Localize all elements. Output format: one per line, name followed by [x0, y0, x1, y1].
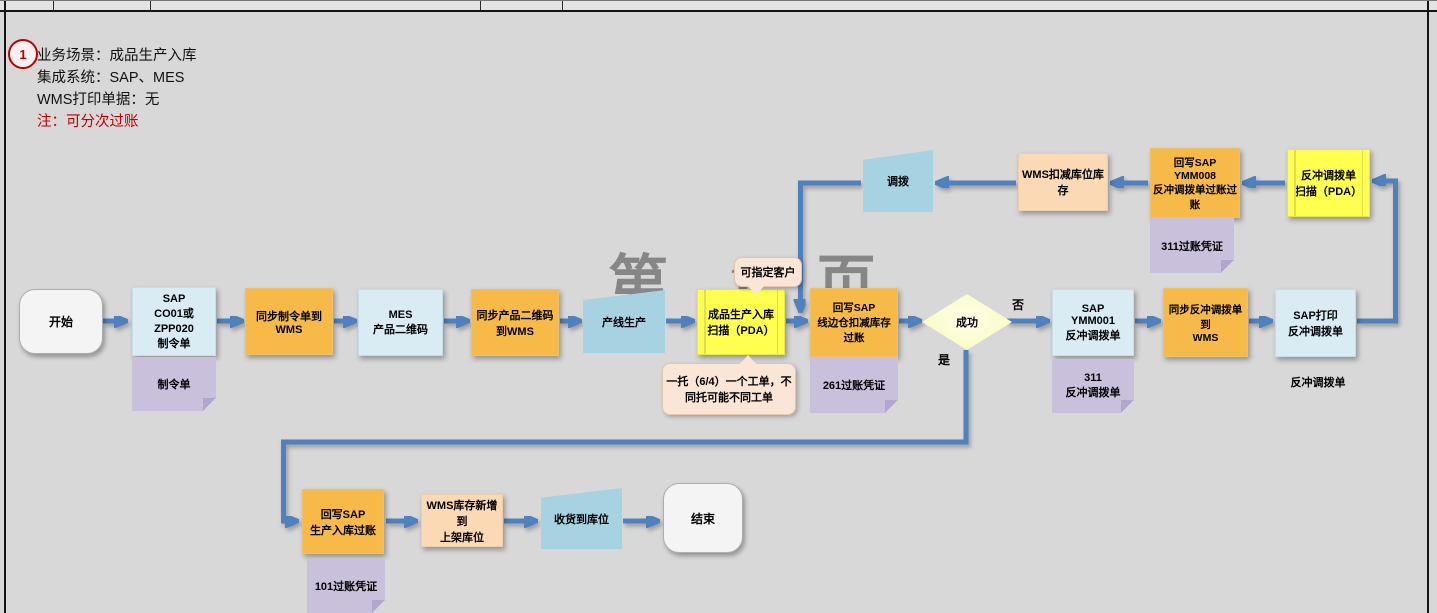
flow-node-finished-goods-scan-pda[interactable]: 成品生产入库 扫描（PDA）	[697, 289, 785, 355]
text-reverse-transfer-order: 反冲调拨单	[1290, 377, 1346, 389]
flow-node-start[interactable]: 开始	[19, 289, 103, 354]
note-line: 注：可分次过账	[37, 114, 139, 130]
note-311-posting-doc[interactable]: 311过账凭证	[1150, 218, 1234, 273]
callout-assign-customer[interactable]: 可指定客户	[734, 257, 802, 295]
sheet-left-border	[4, 1, 6, 613]
note-production-order[interactable]: 制令单	[132, 357, 216, 411]
flow-node-reverse-transfer-scan-pda[interactable]: 反冲调拨单 扫描（PDA）	[1287, 149, 1370, 217]
scenario-info-block: 业务场景：成品生产入库 集成系统：SAP、MES WMS打印单据：无 注：可分次…	[37, 45, 197, 133]
flow-node-transfer[interactable]: 调拨	[863, 150, 933, 212]
flow-node-mes-product-qrcode[interactable]: MES 产品二维码	[358, 289, 443, 356]
note-261-posting-doc[interactable]: 261过账凭证	[810, 357, 898, 413]
flow-node-sync-order-to-wms[interactable]: 同步制令单到 WMS	[245, 288, 333, 355]
label-yes[interactable]: 是	[938, 353, 951, 367]
flow-node-writeback-production-posting[interactable]: 回写SAP 生产入库过账	[302, 489, 384, 554]
header-cell-border	[562, 1, 563, 10]
systems-line: 集成系统：SAP、MES	[37, 70, 185, 86]
flow-node-receive-to-bin[interactable]: 收货到库位	[541, 488, 622, 549]
flow-node-sync-qrcode-to-wms[interactable]: 同步产品二维码 到WMS	[471, 289, 559, 356]
flow-node-sync-reverse-transfer-to-wms[interactable]: 同步反冲调拨单到 WMS	[1163, 288, 1248, 357]
scenario-number-badge: 1	[8, 39, 38, 69]
sheet-header-row	[0, 1, 1437, 12]
print-doc-line: WMS打印单据：无	[37, 92, 160, 108]
header-cell-border	[150, 1, 151, 10]
flow-node-writeback-ymm008-posting[interactable]: 回写SAP YMM008 反冲调拨单过账过账	[1150, 148, 1240, 218]
sheet-right-border	[1427, 1, 1429, 613]
flow-node-wms-stock-add-shelf-bin[interactable]: WMS库存新增到 上架库位	[421, 494, 503, 547]
label-no[interactable]: 否	[1012, 298, 1025, 312]
note-311-reverse-transfer-order[interactable]: 311 反冲调拨单	[1052, 359, 1134, 413]
scenario-line: 业务场景：成品生产入库	[37, 48, 197, 64]
flow-node-sap-create-order[interactable]: SAP CO01或 ZPP020 制令单	[132, 287, 216, 356]
flow-node-sap-print-reverse-transfer[interactable]: SAP打印 反冲调拨单	[1275, 289, 1356, 357]
flow-node-sap-ymm001-reverse-transfer[interactable]: SAP YMM001 反冲调拨单	[1052, 289, 1134, 356]
header-cell-border	[480, 1, 481, 10]
flow-node-writeback-lineside-deduct[interactable]: 回写SAP 线边仓扣减库存过账	[810, 288, 898, 357]
flow-node-end[interactable]: 结束	[663, 483, 743, 553]
flow-node-line-production[interactable]: 产线生产	[583, 290, 665, 353]
header-cell-border	[53, 1, 54, 10]
note-101-posting-doc[interactable]: 101过账凭证	[307, 559, 385, 613]
callout-pallet-workorder[interactable]: 一托（6/4）一个工单，不 同托可能不同工单	[662, 355, 796, 415]
flow-node-wms-deduct-bin-stock[interactable]: WMS扣减库位库存	[1018, 153, 1108, 211]
